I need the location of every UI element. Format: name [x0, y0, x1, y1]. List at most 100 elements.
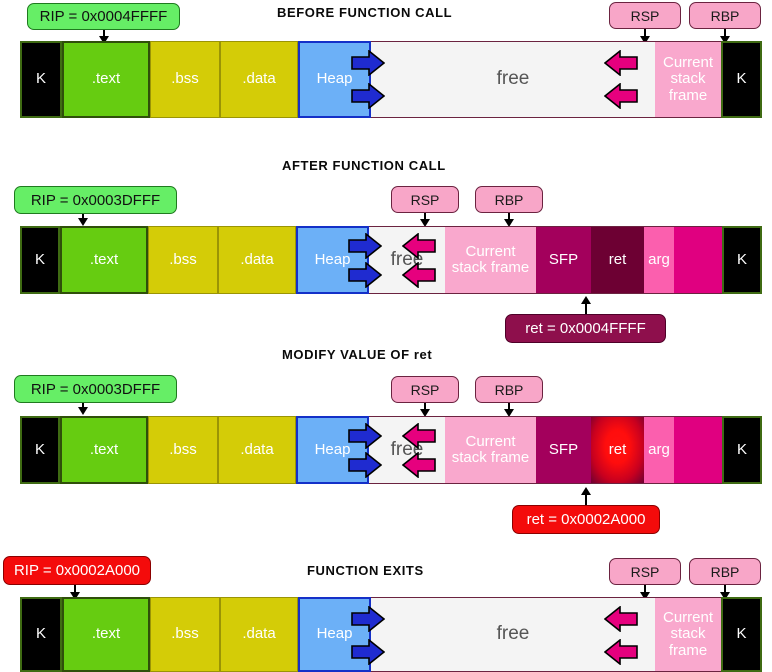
segment-data: .data	[220, 41, 298, 118]
segment-sfp: SFP	[536, 226, 591, 294]
rbp-connector-exits	[724, 585, 726, 594]
rbp-connector-modify	[508, 403, 510, 412]
segment-bss: .bss	[150, 597, 220, 672]
segment-text: .text	[62, 41, 150, 118]
segment-kernel-high: K	[721, 41, 762, 118]
rbp-connector-after	[508, 213, 510, 222]
rip-badge-exits: RIP = 0x0002A000	[3, 556, 151, 585]
stack-growth-arrow-icon-2	[604, 639, 638, 665]
segment-arg: arg	[644, 416, 674, 484]
rbp-arrowhead-after	[504, 219, 514, 227]
segment-bss: .bss	[150, 41, 220, 118]
segment-free: free	[371, 597, 655, 672]
segment-kernel-high: K	[722, 416, 762, 484]
rip-badge-before: RIP = 0x0004FFFF	[27, 3, 180, 30]
segment-kernel-low: K	[20, 597, 62, 672]
heap-growth-arrow-icon-2	[351, 83, 385, 109]
rip-arrowhead-before	[99, 36, 109, 44]
rbp-arrowhead-modify	[504, 409, 514, 417]
rbp-arrowhead-exits	[720, 592, 730, 600]
memory-bar-exits: K .text .bss .data Heap free Current sta…	[20, 597, 762, 672]
panel-title-exits: FUNCTION EXITS	[307, 563, 424, 578]
stack-growth-arrow-icon-2	[604, 83, 638, 109]
heap-growth-arrow-icon	[351, 606, 385, 632]
rsp-connector-after	[424, 213, 426, 222]
rsp-badge-after: RSP	[391, 186, 459, 213]
rbp-badge-exits: RBP	[689, 558, 761, 585]
ret-value-badge-modify: ret = 0x0002A000	[512, 505, 660, 534]
ret-connector-after	[585, 302, 587, 314]
heap-growth-arrow-icon-2	[348, 452, 382, 478]
segment-text: .text	[60, 226, 148, 294]
heap-growth-arrow-icon	[348, 233, 382, 259]
rsp-connector-modify	[424, 403, 426, 412]
rsp-badge-modify: RSP	[391, 376, 459, 403]
rsp-connector-before	[644, 29, 646, 38]
segment-text: .text	[62, 597, 150, 672]
rbp-connector-before	[724, 29, 726, 38]
segment-data: .data	[218, 416, 296, 484]
segment-free: free	[371, 41, 655, 118]
rip-arrowhead-after	[78, 218, 88, 226]
segment-current-stack-frame: Current stack frame	[445, 226, 536, 294]
memory-bar-after: K .text .bss .data Heap free Current sta…	[20, 226, 762, 294]
panel-title-modify: MODIFY VALUE OF ret	[282, 347, 433, 362]
heap-growth-arrow-icon-2	[351, 639, 385, 665]
stack-growth-arrow-icon-2	[402, 262, 436, 288]
panel-title-after: AFTER FUNCTION CALL	[282, 158, 446, 173]
segment-free: free	[369, 416, 445, 484]
ret-arrowhead-after	[581, 296, 591, 304]
segment-arg: arg	[644, 226, 674, 294]
ret-connector-modify	[585, 493, 587, 505]
segment-kernel-low: K	[20, 41, 62, 118]
rbp-badge-modify: RBP	[475, 376, 543, 403]
rip-badge-modify: RIP = 0x0003DFFF	[14, 375, 177, 403]
segment-ret: ret	[591, 226, 644, 294]
rsp-arrowhead-exits	[640, 592, 650, 600]
segment-heap: Heap	[296, 416, 369, 484]
segment-kernel-high: K	[722, 226, 762, 294]
segment-heap: Heap	[298, 41, 371, 118]
memory-bar-before: K .text .bss .data Heap free Current sta…	[20, 41, 762, 118]
rip-arrowhead-modify	[78, 407, 88, 415]
rsp-arrowhead-after	[420, 219, 430, 227]
segment-free: free	[369, 226, 445, 294]
rsp-badge-before: RSP	[609, 2, 681, 29]
rip-badge-after: RIP = 0x0003DFFF	[14, 186, 177, 214]
rbp-badge-before: RBP	[689, 2, 761, 29]
stack-growth-arrow-icon-2	[402, 452, 436, 478]
panel-title-before: BEFORE FUNCTION CALL	[277, 5, 453, 20]
stack-growth-arrow-icon	[604, 50, 638, 76]
rbp-badge-after: RBP	[475, 186, 543, 213]
rip-connector-exits	[74, 585, 76, 595]
segment-heap: Heap	[298, 597, 371, 672]
segment-heap: Heap	[296, 226, 369, 294]
heap-growth-arrow-icon	[351, 50, 385, 76]
rsp-connector-exits	[644, 585, 646, 594]
segment-stack-fill	[674, 226, 722, 294]
stack-growth-arrow-icon	[402, 423, 436, 449]
heap-growth-arrow-icon	[348, 423, 382, 449]
segment-ret-modified: ret	[591, 416, 644, 484]
segment-data: .data	[220, 597, 298, 672]
memory-bar-modify: K .text .bss .data Heap free Current sta…	[20, 416, 762, 484]
rsp-arrowhead-modify	[420, 409, 430, 417]
segment-bss: .bss	[148, 416, 218, 484]
rip-connector-before	[103, 30, 105, 38]
segment-kernel-low: K	[20, 226, 60, 294]
segment-kernel-high: K	[721, 597, 762, 672]
segment-current-stack-frame: Current stack frame	[655, 597, 721, 672]
stack-growth-arrow-icon	[402, 233, 436, 259]
rsp-arrowhead-before	[640, 36, 650, 44]
rip-arrowhead-exits	[70, 592, 80, 600]
segment-current-stack-frame: Current stack frame	[445, 416, 536, 484]
segment-bss: .bss	[148, 226, 218, 294]
segment-text: .text	[60, 416, 148, 484]
segment-stack-fill	[674, 416, 722, 484]
segment-sfp: SFP	[536, 416, 591, 484]
rbp-arrowhead-before	[720, 36, 730, 44]
heap-growth-arrow-icon-2	[348, 262, 382, 288]
rsp-badge-exits: RSP	[609, 558, 681, 585]
segment-current-stack-frame: Current stack frame	[655, 41, 721, 118]
segment-data: .data	[218, 226, 296, 294]
